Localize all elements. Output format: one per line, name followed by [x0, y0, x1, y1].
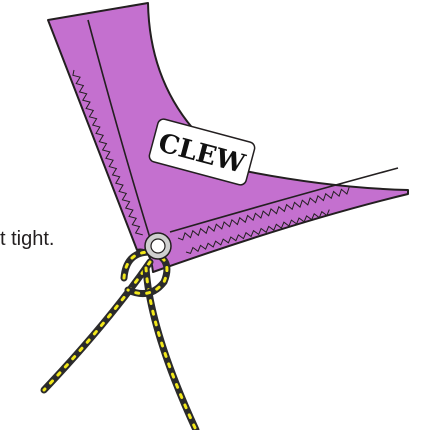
- grommet-icon: [145, 233, 171, 259]
- rope-icon: [44, 252, 196, 430]
- rope-left: [44, 262, 150, 390]
- grommet-hole: [151, 239, 165, 253]
